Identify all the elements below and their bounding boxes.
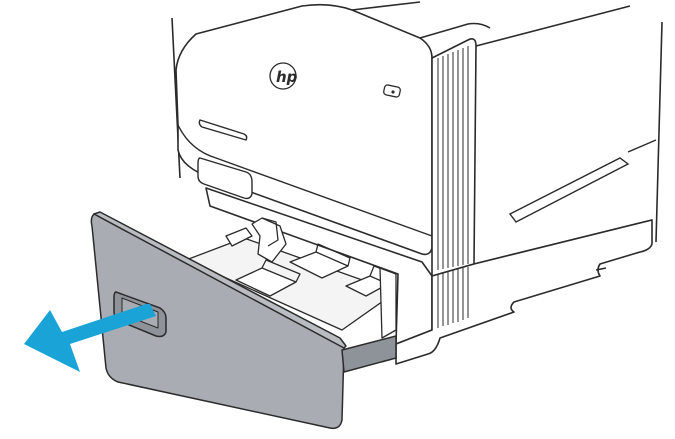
lower-vent-ribs [437, 267, 469, 328]
svg-text:hp: hp [276, 68, 298, 86]
status-button-icon [383, 84, 401, 98]
tray-interior [185, 217, 397, 339]
tray-housing [205, 187, 653, 365]
front-panel-details [177, 119, 433, 237]
tray-slot-right [508, 139, 657, 223]
pull-direction-arrow-icon [24, 304, 156, 372]
hp-logo-icon: hp [269, 62, 298, 90]
side-vent-ribs [437, 46, 469, 270]
